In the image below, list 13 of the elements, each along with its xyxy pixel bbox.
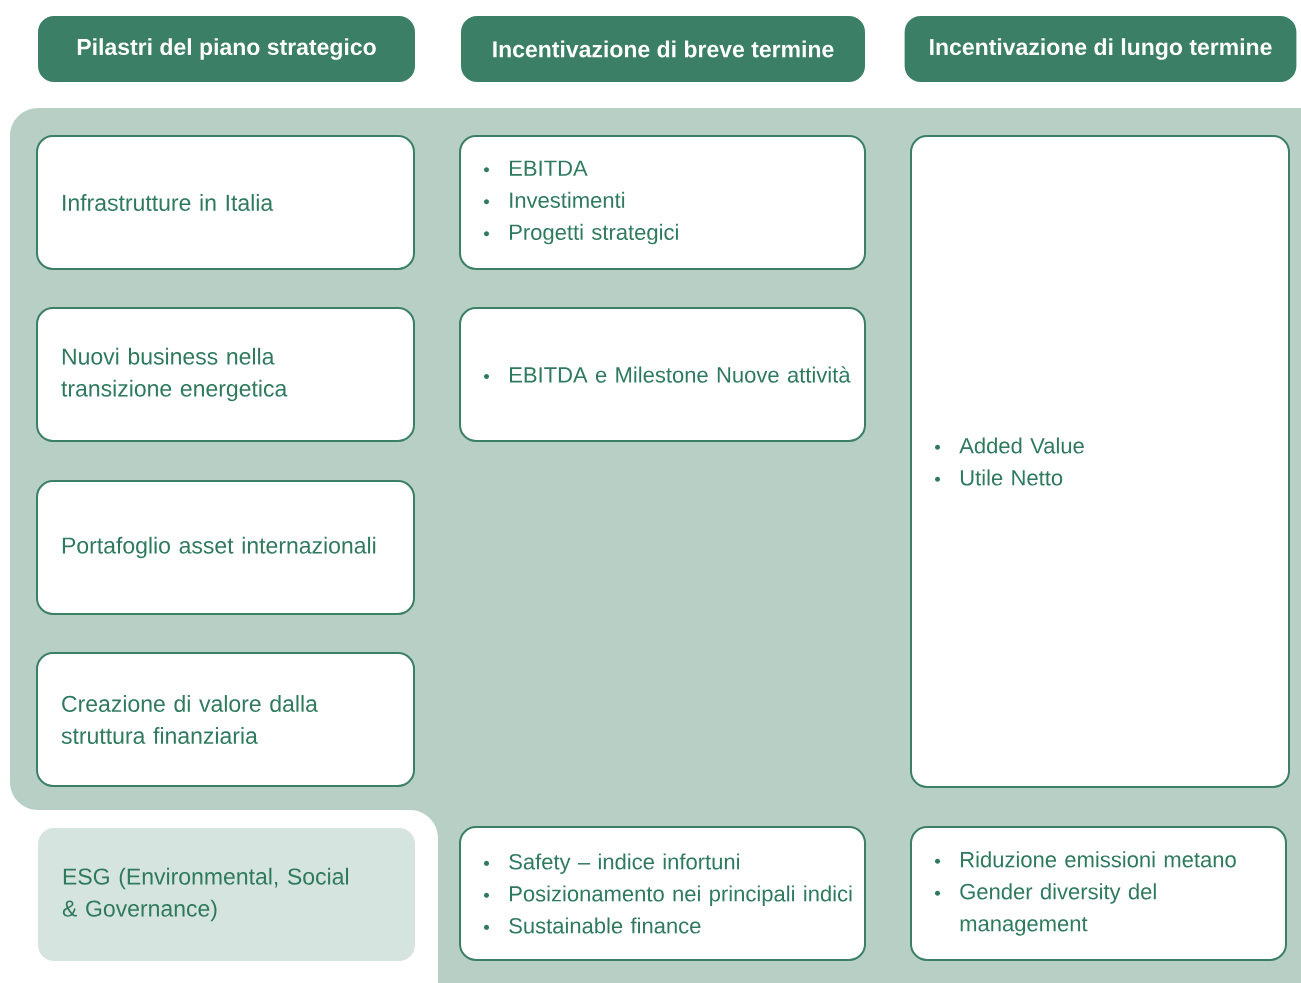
bullet-box: Riduzione emissioni metano Gender diversity del management xyxy=(910,826,1287,961)
pillar-box: Nuovi business nella transizione energetica xyxy=(36,307,415,442)
bullet-box: EBITDA e Milestone Nuove attività xyxy=(459,307,866,442)
pillar-box: Portafoglio asset internazionali xyxy=(36,480,415,615)
bullet-box: EBITDA Investimenti Progetti strategici xyxy=(459,135,866,270)
pillar-box: Creazione di valore dalla struttura finanziaria xyxy=(36,652,415,787)
column-header: Pilastri del piano strategico xyxy=(38,16,415,82)
bullet-box: Added Value Utile Netto xyxy=(910,135,1290,788)
column-header: Incentivazione di lungo termine xyxy=(904,16,1297,82)
bullet-box: Safety – indice infortuni Posizionamento nei principali indici Sustainable finance xyxy=(459,826,866,961)
column-header: Incentivazione di breve termine xyxy=(461,16,865,82)
esg-box: ESG (Environmental, Social & Governance) xyxy=(38,828,415,961)
pillar-box: Infrastrutture in Italia xyxy=(36,135,415,270)
